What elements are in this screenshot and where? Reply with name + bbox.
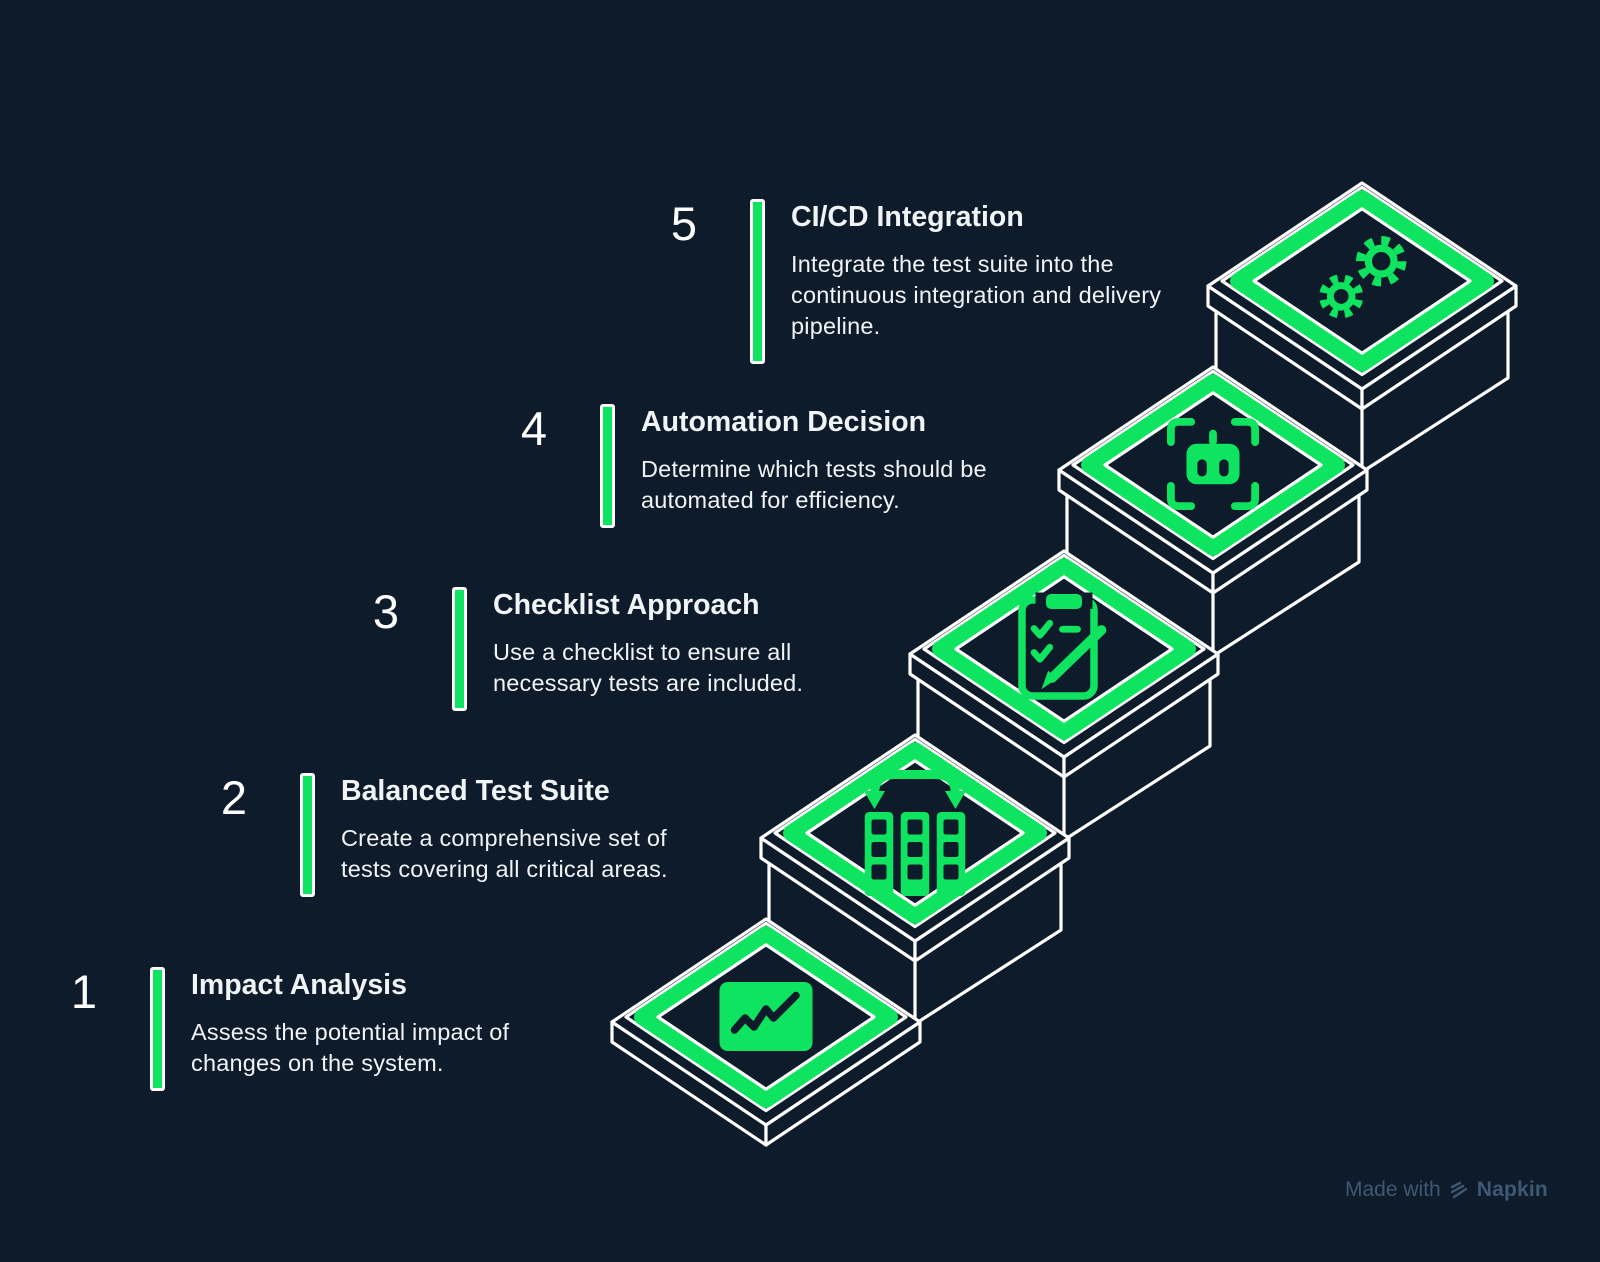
step-2-description: Create a comprehensive set of tests cove… bbox=[341, 825, 668, 883]
step-5-accent-bar bbox=[750, 199, 765, 364]
step-3-accent-bar bbox=[452, 587, 467, 711]
step-4-title: Automation Decision bbox=[641, 406, 927, 438]
step-1-title: Impact Analysis bbox=[191, 969, 407, 1001]
step-4-accent-bar bbox=[600, 404, 615, 528]
step-2-block: 2 Balanced Test Suite Create a comprehen… bbox=[187, 773, 668, 897]
trend-chart-icon bbox=[720, 982, 813, 1051]
step-2-accent-bar bbox=[300, 773, 315, 897]
step-4-number: 4 bbox=[520, 402, 547, 455]
step-1-description: Assess the potential impact of changes o… bbox=[191, 1019, 510, 1077]
watermark-prefix: Made with bbox=[1345, 1178, 1441, 1201]
step-2-number: 2 bbox=[220, 771, 247, 824]
napkin-logo-icon bbox=[1450, 1181, 1467, 1199]
step-3-block: 3 Checklist Approach Use a checklist to … bbox=[339, 587, 803, 711]
step-3-description: Use a checklist to ensure all necessary … bbox=[493, 639, 804, 697]
step-5-block: 5 CI/CD Integration Integrate the test s… bbox=[637, 199, 1161, 364]
step-4-description: Determine which tests should be automate… bbox=[641, 456, 987, 514]
step-2-title: Balanced Test Suite bbox=[341, 775, 610, 807]
step-3-title: Checklist Approach bbox=[493, 589, 760, 621]
step-3-number: 3 bbox=[372, 585, 399, 638]
step-1-accent-bar bbox=[150, 967, 165, 1091]
step-5-title: CI/CD Integration bbox=[791, 201, 1024, 233]
step-5-number: 5 bbox=[670, 197, 697, 250]
watermark-brand: Napkin bbox=[1476, 1178, 1548, 1201]
step-5-description: Integrate the test suite into the contin… bbox=[791, 251, 1162, 340]
step-1-block: 1 Impact Analysis Assess the potential i… bbox=[37, 967, 509, 1091]
step-4-block: 4 Automation Decision Determine which te… bbox=[487, 404, 987, 528]
step-1-number: 1 bbox=[70, 965, 97, 1018]
watermark: Made with Napkin bbox=[1345, 1178, 1548, 1202]
